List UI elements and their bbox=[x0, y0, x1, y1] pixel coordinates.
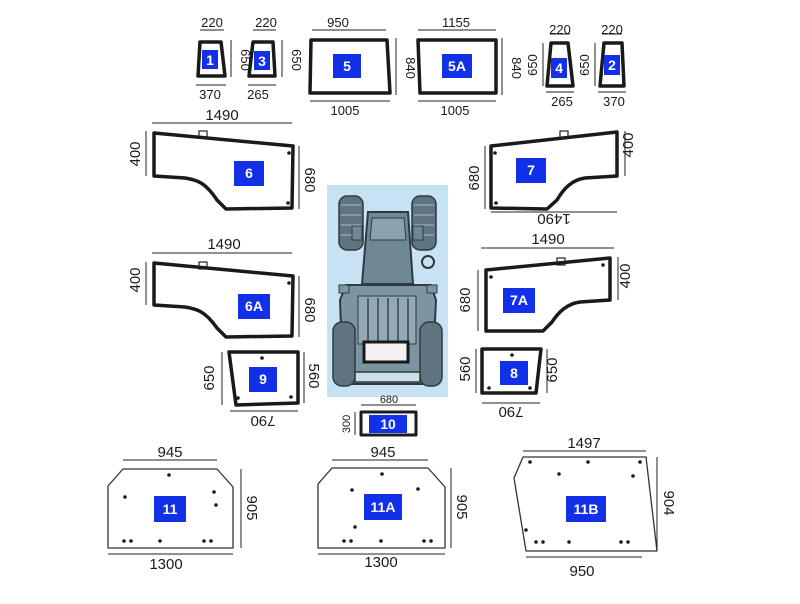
panel-4-badge bbox=[551, 58, 567, 78]
panel-7a: 1490 680 400 7A bbox=[457, 231, 634, 333]
panel-11-side-dim: 905 bbox=[243, 495, 260, 520]
panel-5a: 1155 840 1005 5A bbox=[416, 15, 524, 118]
panel-5a-label: 5A bbox=[448, 58, 466, 74]
panel-5-top-dim: 950 bbox=[327, 15, 349, 30]
panel-5-label: 5 bbox=[343, 58, 351, 74]
panel-11-bottom-dim: 1300 bbox=[149, 556, 182, 573]
panel-7-label: 7 bbox=[527, 162, 535, 178]
panel-7a-right-dim: 400 bbox=[617, 263, 634, 288]
panel-3-bottom-dim: 265 bbox=[247, 87, 269, 102]
panel-11a: 945 905 1300 11A bbox=[317, 444, 470, 571]
panel-2-bottom-dim: 370 bbox=[603, 94, 625, 109]
panel-7a-badge bbox=[503, 288, 535, 313]
panel-1-badge bbox=[202, 50, 218, 69]
panel-11-badge bbox=[154, 496, 186, 522]
panel-5: 950 840 1005 5 bbox=[308, 15, 418, 118]
panel-11b-bottom-dim: 950 bbox=[569, 563, 594, 580]
panel-11b-side-dim: 904 bbox=[660, 490, 677, 515]
panel-9-badge bbox=[249, 367, 277, 392]
panel-6-left-dim: 400 bbox=[127, 141, 144, 166]
panel-6: 1490 400 680 6 bbox=[127, 107, 318, 211]
panel-11: 945 905 1300 11 bbox=[107, 444, 260, 573]
panel-5a-bottom-dim: 1005 bbox=[441, 103, 470, 118]
panel-11b: 1497 904 950 11B bbox=[513, 435, 677, 580]
panel-10-badge bbox=[369, 415, 407, 433]
panel-6-label: 6 bbox=[245, 165, 253, 181]
panel-1-label: 1 bbox=[206, 52, 214, 68]
panel-7a-label: 7A bbox=[510, 292, 528, 308]
panel-11b-top-dim: 1497 bbox=[567, 435, 600, 452]
panel-9-bottom-dim: 790 bbox=[250, 412, 275, 429]
panel-6a-left-dim: 400 bbox=[127, 267, 144, 292]
panel-6a-top-dim: 1490 bbox=[207, 236, 240, 253]
panel-7a-left-dim: 680 bbox=[457, 287, 474, 312]
panel-11a-bottom-dim: 1300 bbox=[364, 554, 397, 571]
panel-5a-badge bbox=[442, 54, 472, 78]
panel-3-label: 3 bbox=[258, 53, 266, 69]
panel-5a-top-dim: 1155 bbox=[442, 15, 470, 30]
panel-2-badge bbox=[604, 55, 620, 75]
panel-7a-top-dim: 1490 bbox=[531, 231, 564, 248]
panel-6a-badge bbox=[238, 294, 270, 319]
panel-4-label: 4 bbox=[555, 60, 563, 76]
panel-9-left-dim: 650 bbox=[201, 365, 218, 390]
panel-7: 400 680 1490 7 bbox=[466, 130, 637, 227]
panel-4-bottom-dim: 265 bbox=[551, 94, 573, 109]
panel-6a-label: 6A bbox=[245, 298, 263, 314]
panel-11a-label: 11A bbox=[371, 499, 396, 515]
panel-6a-right-dim: 680 bbox=[301, 297, 318, 322]
panel-4: 220 650 265 4 bbox=[525, 22, 575, 109]
panel-11a-side-dim: 905 bbox=[453, 494, 470, 519]
panel-6-right-dim: 680 bbox=[301, 167, 318, 192]
panel-3: 220 650 265 3 bbox=[247, 15, 304, 102]
panel-11a-badge bbox=[364, 494, 402, 520]
panel-11-label: 11 bbox=[163, 501, 178, 517]
panel-10-top-dim: 680 bbox=[380, 394, 398, 406]
panel-8-right-dim: 650 bbox=[544, 357, 561, 382]
panel-3-badge bbox=[254, 51, 270, 70]
panel-6a: 1490 400 680 6A bbox=[127, 236, 318, 339]
panel-7-badge bbox=[516, 158, 546, 183]
panel-10-label: 10 bbox=[380, 416, 396, 432]
panel-11a-top-dim: 945 bbox=[370, 444, 395, 461]
panel-9-right-dim: 560 bbox=[305, 363, 322, 388]
panel-7-right-dim: 400 bbox=[620, 132, 637, 157]
panel-6-top-dim: 1490 bbox=[205, 107, 238, 124]
panel-10-side-dim: 300 bbox=[341, 415, 353, 433]
panel-7-left-dim: 680 bbox=[466, 165, 483, 190]
panel-11-top-dim: 945 bbox=[157, 444, 182, 461]
panel-9: 650 560 790 9 bbox=[201, 350, 322, 429]
panel-6-badge bbox=[234, 161, 264, 186]
panel-5-side-dim: 840 bbox=[403, 57, 418, 79]
panel-7-bottom-dim: 1490 bbox=[537, 210, 570, 227]
panel-5-bottom-dim: 1005 bbox=[331, 103, 360, 118]
panel-10: 680 300 10 bbox=[341, 394, 418, 437]
panel-5-badge bbox=[333, 54, 361, 78]
panel-8-bottom-dim: 790 bbox=[498, 403, 523, 420]
panel-2-label: 2 bbox=[608, 57, 616, 73]
panel-8-left-dim: 560 bbox=[457, 356, 474, 381]
panel-4-top-dim: 220 bbox=[549, 22, 571, 37]
panel-8-label: 8 bbox=[510, 365, 518, 381]
panel-1-top-dim: 220 bbox=[201, 15, 223, 30]
tractor-illustration bbox=[327, 185, 448, 397]
panel-5a-side-dim: 840 bbox=[509, 57, 524, 79]
panel-1: 220 650 370 1 bbox=[196, 15, 253, 102]
panel-8-badge bbox=[500, 361, 528, 385]
panel-2-side-dim: 650 bbox=[577, 54, 592, 76]
panel-1-bottom-dim: 370 bbox=[199, 87, 221, 102]
panel-4-side-dim: 650 bbox=[525, 54, 540, 76]
panel-9-label: 9 bbox=[259, 371, 267, 387]
panel-11b-label: 11B bbox=[574, 501, 599, 517]
panel-3-top-dim: 220 bbox=[255, 15, 277, 30]
panel-2: 220 650 370 2 bbox=[577, 22, 626, 109]
panel-8: 560 650 790 8 bbox=[457, 347, 561, 420]
panel-3-side-dim: 650 bbox=[289, 49, 304, 71]
panel-11b-badge bbox=[566, 496, 606, 522]
panel-2-top-dim: 220 bbox=[601, 22, 623, 37]
